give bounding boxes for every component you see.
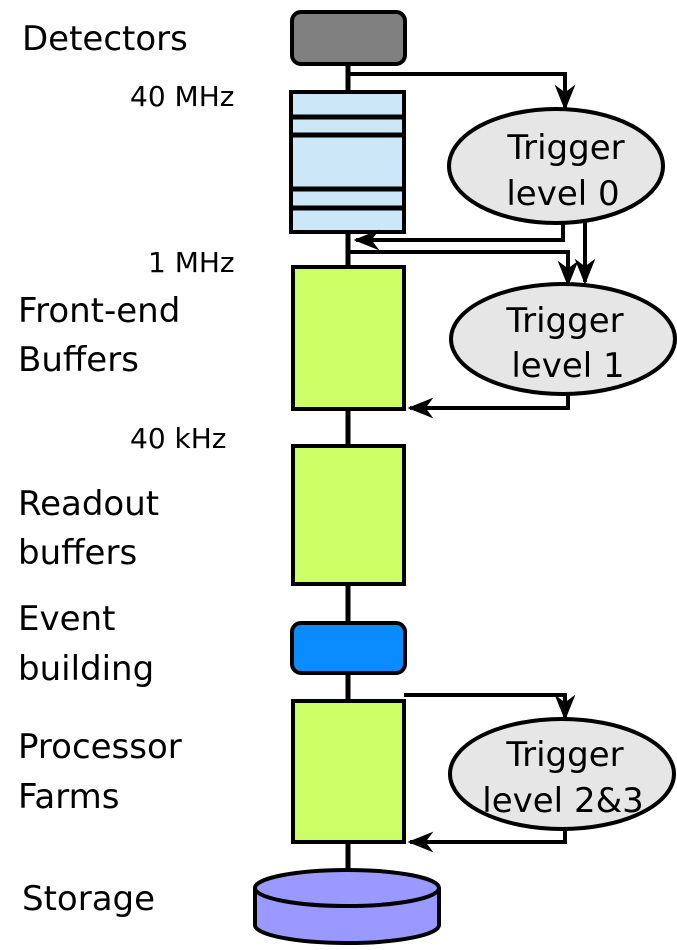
readout-label-line2: buffers: [18, 533, 137, 573]
trigger-0-label-line2: level 0: [506, 174, 619, 214]
trigger-1-label-line1: Trigger: [505, 301, 623, 341]
trigger-level-0-ellipse: [447, 107, 665, 225]
readout-buffer-box: [291, 444, 406, 586]
trigger-23-label-line2: level 2&3: [482, 781, 643, 821]
trigger-1-label-line2: level 1: [511, 346, 624, 386]
storage-cylinder: [253, 868, 441, 945]
detectors-box: [290, 10, 407, 66]
front-end-label-line1: Front-end: [18, 291, 180, 331]
processor-farms-label-line1: Processor: [18, 727, 182, 767]
event-building-box: [290, 621, 407, 675]
event-building-label-line1: Event: [18, 599, 115, 639]
trigger-0-label-line1: Trigger: [506, 128, 624, 168]
trigger-23-label-line1: Trigger: [505, 735, 623, 775]
rate-40mhz-label: 40 MHz: [130, 80, 234, 113]
trigger-level-23-ellipse: [448, 717, 676, 831]
front-end-label-line2: Buffers: [18, 340, 139, 380]
detectors-label: Detectors: [22, 19, 188, 59]
event-building-label-line2: building: [18, 649, 154, 689]
storage-label: Storage: [22, 879, 155, 919]
processor-farm-box: [291, 699, 406, 844]
front-end-buffer-box: [291, 265, 406, 411]
readout-label-line1: Readout: [18, 484, 159, 524]
trigger-level-1-ellipse: [449, 282, 677, 396]
rate-1mhz-label: 1 MHz: [148, 246, 235, 279]
rate-40khz-label: 40 kHz: [130, 422, 227, 455]
trigger-23-input-arrow: [404, 693, 576, 721]
trigger-1-input-arrow: [348, 250, 579, 287]
processor-farms-label-line2: Farms: [18, 777, 120, 817]
trigger-0-input-arrow: [348, 72, 576, 111]
pipeline-box: [289, 90, 406, 234]
trigger-0-decision-arrow: [353, 220, 565, 251]
